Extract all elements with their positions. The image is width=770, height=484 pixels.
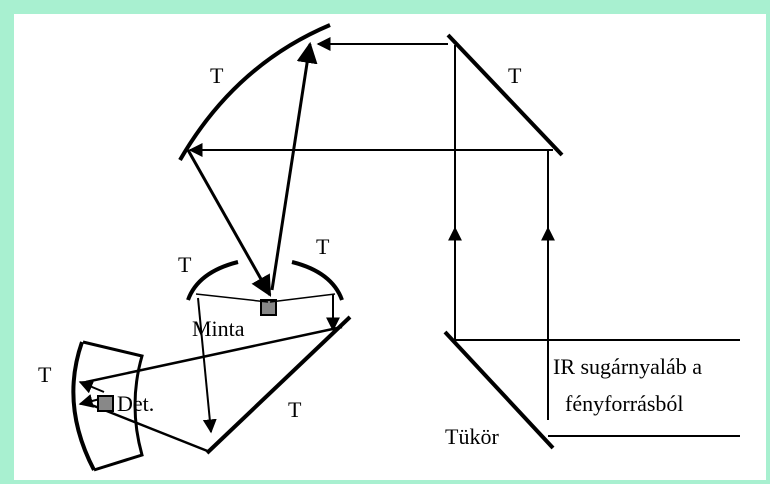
label-t-bottom-mirror: T <box>288 397 302 422</box>
detector-arrow-upper <box>78 380 105 394</box>
sample-square <box>260 299 277 316</box>
sample-beam-right <box>269 293 336 303</box>
label-minta: Minta <box>192 316 245 341</box>
label-t-top-left: T <box>210 63 224 88</box>
label-t-detector: T <box>38 362 52 387</box>
beam-to-sample-right <box>270 41 318 291</box>
beam-to-sample-left <box>186 149 272 297</box>
detector-mirror-outer <box>71 341 96 471</box>
curved-mirror-top-left <box>178 23 331 162</box>
beam-to-detector-upper <box>85 325 343 384</box>
mirror-tukor <box>443 330 555 450</box>
sample-mirror-right <box>291 260 344 301</box>
label-ir-line2: fényforrásból <box>565 391 684 416</box>
diagram-canvas <box>14 14 766 480</box>
label-t-top-right: T <box>508 63 522 88</box>
label-ir-line1: IR sugárnyaláb a <box>553 354 702 379</box>
flat-mirror-lower-left <box>205 315 352 455</box>
detector-square <box>97 395 114 412</box>
sample-mirror-left <box>186 260 239 301</box>
flat-mirror-top-right <box>446 33 564 157</box>
sample-beam-left <box>195 293 269 303</box>
label-t-sample-right: T <box>316 234 330 259</box>
label-t-sample-left: T <box>178 252 192 277</box>
sample-beam-down-left <box>197 297 217 434</box>
label-tukor: Tükör <box>445 424 499 449</box>
detector-mirror-inner <box>82 340 144 472</box>
label-det: Det. <box>117 391 154 416</box>
